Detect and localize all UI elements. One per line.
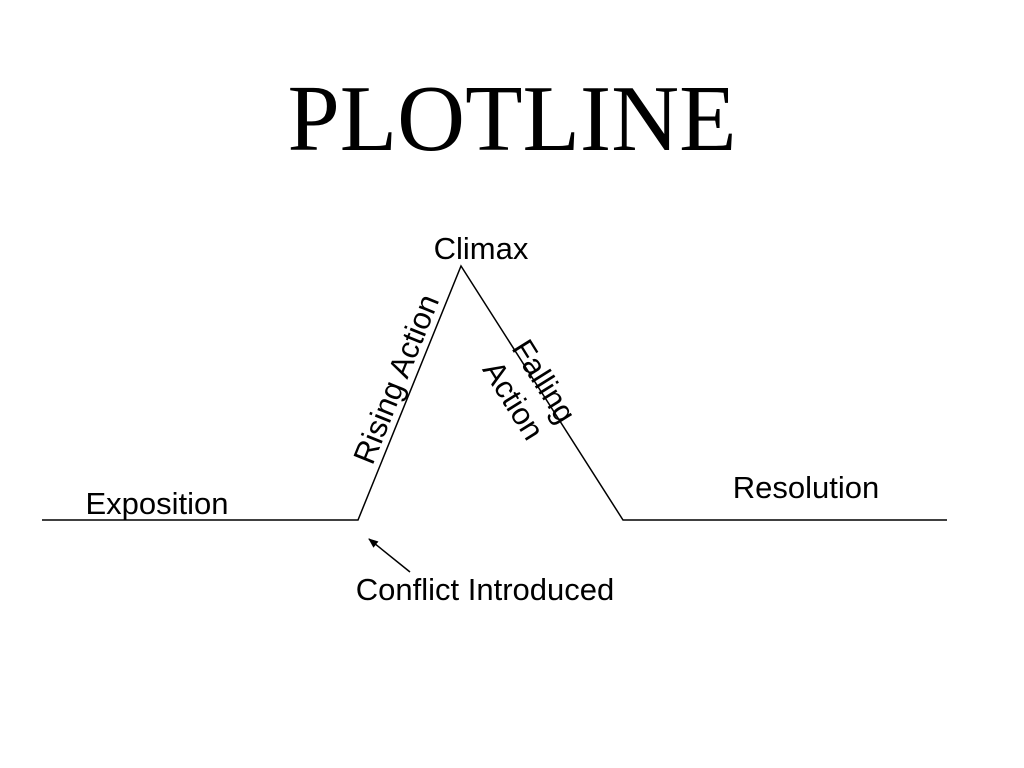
exposition-label: Exposition [85, 486, 228, 521]
plot-line [42, 264, 947, 521]
climax-label: Climax [434, 231, 529, 266]
rising-action-label: Rising Action [346, 289, 446, 468]
page-title: PLOTLINE [287, 67, 736, 171]
conflict-arrow [368, 538, 411, 573]
resolution-label: Resolution [733, 470, 879, 505]
conflict-introduced-label: Conflict Introduced [356, 572, 614, 607]
